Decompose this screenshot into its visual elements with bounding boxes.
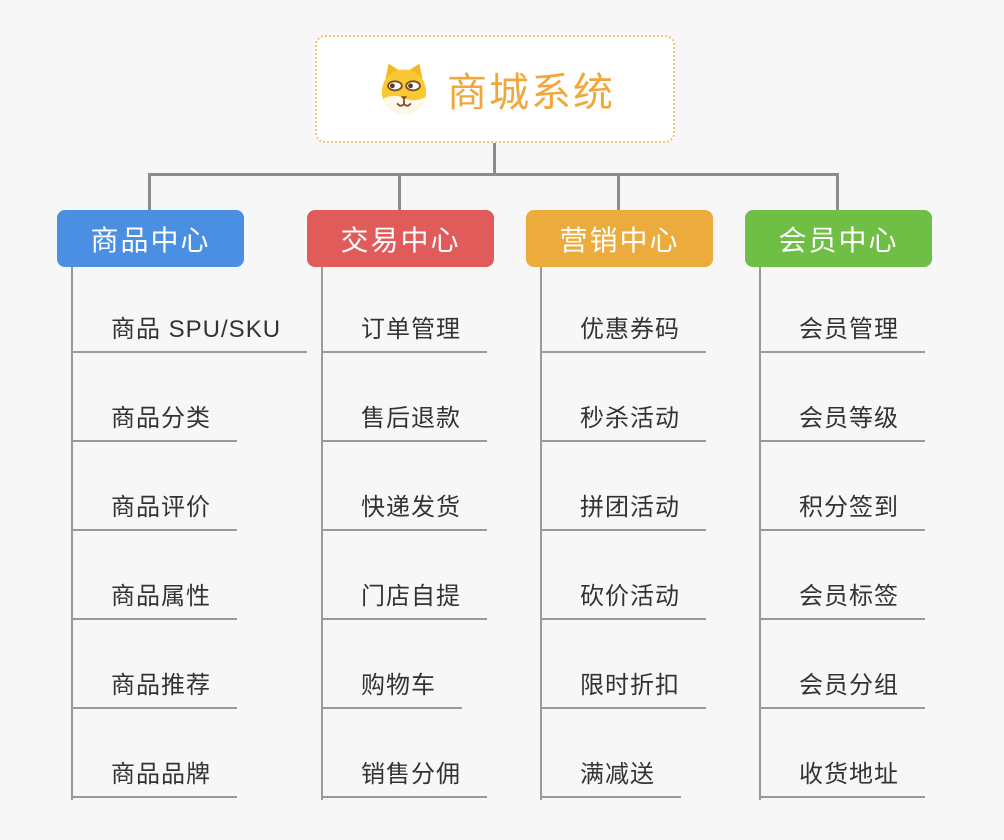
- leaf-node[interactable]: 会员标签: [759, 531, 925, 620]
- leaf-node[interactable]: 优惠券码: [540, 267, 706, 353]
- leaf-node[interactable]: 积分签到: [759, 442, 925, 531]
- connector-bus: [148, 173, 839, 176]
- leaf-node[interactable]: 会员分组: [759, 620, 925, 709]
- branch-header-product[interactable]: 商品中心: [57, 210, 244, 267]
- branch-header-member[interactable]: 会员中心: [745, 210, 932, 267]
- leaf-node[interactable]: 销售分佣: [321, 709, 487, 798]
- branch-leaves: 优惠券码 秒杀活动 拼团活动 砍价活动 限时折扣 满减送: [540, 267, 776, 798]
- connector-drop-product: [148, 176, 151, 210]
- branch-header-marketing[interactable]: 营销中心: [526, 210, 713, 267]
- leaf-node[interactable]: 购物车: [321, 620, 462, 709]
- connector-drop-trade: [398, 176, 401, 210]
- connector-root-stub: [493, 143, 496, 176]
- leaf-node[interactable]: 满减送: [540, 709, 681, 798]
- branch-leaves: 会员管理 会员等级 积分签到 会员标签 会员分组 收货地址: [759, 267, 995, 798]
- leaf-node[interactable]: 限时折扣: [540, 620, 706, 709]
- connector-drop-member: [836, 176, 839, 210]
- branch-leaves: 订单管理 售后退款 快递发货 门店自提 购物车 销售分佣: [321, 267, 557, 798]
- branch-header-trade[interactable]: 交易中心: [307, 210, 494, 267]
- leaf-node[interactable]: 商品品牌: [71, 709, 237, 798]
- branch-marketing: 营销中心 优惠券码 秒杀活动 拼团活动 砍价活动 限时折扣 满减送: [526, 210, 776, 800]
- leaf-node[interactable]: 快递发货: [321, 442, 487, 531]
- branch-spine: [321, 267, 323, 800]
- leaf-node[interactable]: 商品分类: [71, 353, 237, 442]
- root-title: 商城系统: [447, 71, 615, 115]
- branch-leaves: 商品 SPU/SKU 商品分类 商品评价 商品属性 商品推荐 商品品牌: [71, 267, 308, 798]
- leaf-node[interactable]: 订单管理: [321, 267, 487, 353]
- root-node[interactable]: 商城系统: [315, 35, 675, 143]
- leaf-node[interactable]: 会员管理: [759, 267, 925, 353]
- connector-drop-marketing: [617, 176, 620, 210]
- leaf-node[interactable]: 砍价活动: [540, 531, 706, 620]
- leaf-node[interactable]: 收货地址: [759, 709, 925, 798]
- branch-spine: [540, 267, 542, 800]
- branch-spine: [71, 267, 73, 800]
- leaf-node[interactable]: 会员等级: [759, 353, 925, 442]
- branch-member: 会员中心 会员管理 会员等级 积分签到 会员标签 会员分组 收货地址: [745, 210, 995, 800]
- dog-face-icon: [381, 63, 427, 114]
- leaf-node[interactable]: 售后退款: [321, 353, 487, 442]
- leaf-node[interactable]: 门店自提: [321, 531, 487, 620]
- branch-spine: [759, 267, 761, 800]
- leaf-node[interactable]: 商品推荐: [71, 620, 237, 709]
- leaf-node[interactable]: 商品 SPU/SKU: [71, 267, 308, 353]
- leaf-node[interactable]: 商品属性: [71, 531, 237, 620]
- leaf-node[interactable]: 秒杀活动: [540, 353, 706, 442]
- branch-trade: 交易中心 订单管理 售后退款 快递发货 门店自提 购物车 销售分佣: [307, 210, 557, 800]
- leaf-node[interactable]: 拼团活动: [540, 442, 706, 531]
- leaf-node[interactable]: 商品评价: [71, 442, 237, 531]
- branch-product: 商品中心 商品 SPU/SKU 商品分类 商品评价 商品属性 商品推荐 商品品牌: [57, 210, 308, 800]
